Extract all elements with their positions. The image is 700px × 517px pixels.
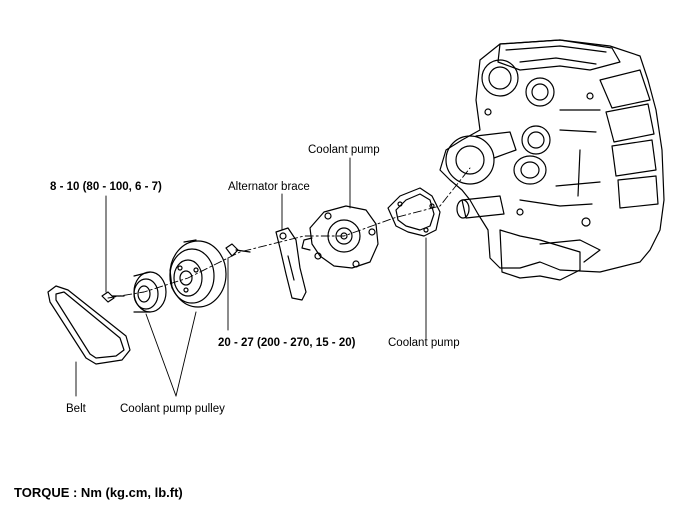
leader-lines: [75, 157, 427, 397]
torque-units-footer: TORQUE : Nm (kg.cm, lb.ft): [14, 485, 183, 500]
small-bolt: [101, 291, 125, 303]
coolant-pump-pulley-small: [133, 271, 167, 313]
coolant-pump-gasket-label: Coolant pump: [388, 337, 460, 349]
alternator-brace-label: Alternator brace: [228, 181, 310, 193]
coolant-pump-pulley-label: Coolant pump pulley: [120, 403, 225, 415]
coolant-pump-body: [301, 205, 379, 269]
alternator-brace: [275, 227, 307, 301]
coolant-pump-label: Coolant pump: [308, 144, 380, 156]
belt-label: Belt: [66, 403, 86, 415]
coolant-pump-pulley-large: [169, 239, 227, 308]
drive-belt: [47, 285, 131, 365]
coolant-pump-gasket: [387, 187, 441, 237]
small-bolt-torque-label: 8 - 10 (80 - 100, 6 - 7): [50, 181, 162, 193]
engine-block: [439, 39, 665, 281]
assembly-centerline: [107, 167, 471, 299]
brace-bolt-torque-label: 20 - 27 (200 - 270, 15 - 20): [218, 337, 356, 349]
